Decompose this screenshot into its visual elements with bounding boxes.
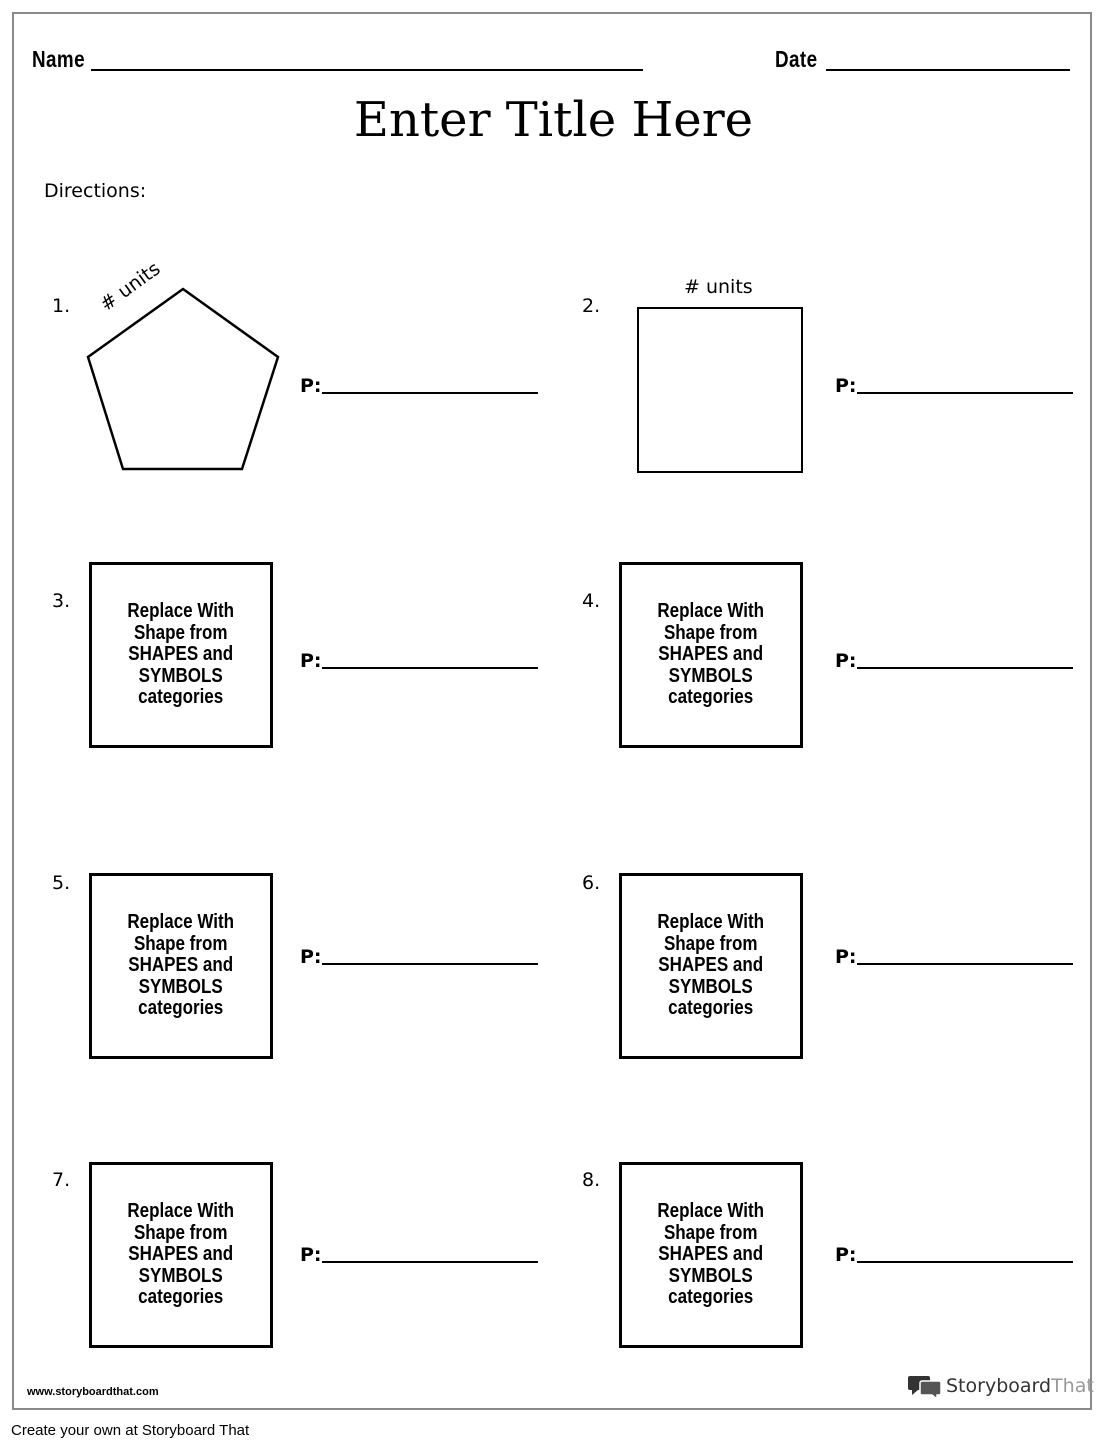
- logo-text-bold: Storyboard: [946, 1375, 1052, 1397]
- perimeter-answer-line-3[interactable]: [322, 667, 538, 669]
- shape-placeholder-5[interactable]: Replace With Shape from SHAPES and SYMBO…: [89, 873, 273, 1059]
- problem-number-6: 6.: [582, 872, 601, 894]
- perimeter-answer-line-4[interactable]: [857, 667, 1073, 669]
- problem-number-8: 8.: [582, 1169, 601, 1191]
- perimeter-answer-line-1[interactable]: [322, 392, 538, 394]
- speech-bubbles-icon: [908, 1376, 942, 1399]
- placeholder-text-7: Replace With Shape from SHAPES and SYMBO…: [127, 1200, 235, 1309]
- footer-url[interactable]: www.storyboardthat.com: [27, 1386, 159, 1398]
- name-line[interactable]: [91, 69, 643, 71]
- placeholder-text-4: Replace With Shape from SHAPES and SYMBO…: [657, 600, 765, 709]
- perimeter-label-2: P:: [835, 375, 857, 397]
- problem-number-1: 1.: [52, 295, 71, 317]
- problem-number-3: 3.: [52, 590, 71, 612]
- perimeter-label-7: P:: [300, 1244, 322, 1266]
- problem-number-2: 2.: [582, 295, 601, 317]
- square-side-label: # units: [684, 276, 753, 298]
- pentagon-shape: [86, 287, 280, 471]
- directions-label[interactable]: Directions:: [44, 180, 147, 202]
- worksheet-frame: [12, 12, 1092, 1410]
- perimeter-label-4: P:: [835, 650, 857, 672]
- perimeter-answer-line-2[interactable]: [857, 392, 1073, 394]
- page-title[interactable]: Enter Title Here: [353, 92, 754, 148]
- perimeter-answer-line-6[interactable]: [857, 963, 1073, 965]
- square-shape: [637, 307, 803, 473]
- shape-placeholder-8[interactable]: Replace With Shape from SHAPES and SYMBO…: [619, 1162, 803, 1348]
- shape-placeholder-7[interactable]: Replace With Shape from SHAPES and SYMBO…: [89, 1162, 273, 1348]
- placeholder-text-5: Replace With Shape from SHAPES and SYMBO…: [127, 911, 235, 1020]
- perimeter-label-6: P:: [835, 946, 857, 968]
- perimeter-answer-line-7[interactable]: [322, 1261, 538, 1263]
- placeholder-text-8: Replace With Shape from SHAPES and SYMBO…: [657, 1200, 765, 1309]
- shape-placeholder-3[interactable]: Replace With Shape from SHAPES and SYMBO…: [89, 562, 273, 748]
- date-label: Date: [775, 46, 818, 72]
- perimeter-answer-line-5[interactable]: [322, 963, 538, 965]
- date-line[interactable]: [826, 69, 1070, 71]
- name-label: Name: [32, 46, 86, 72]
- perimeter-label-3: P:: [300, 650, 322, 672]
- logo-text-light: That: [1051, 1375, 1094, 1397]
- perimeter-label-8: P:: [835, 1244, 857, 1266]
- problem-number-4: 4.: [582, 590, 601, 612]
- placeholder-text-6: Replace With Shape from SHAPES and SYMBO…: [657, 911, 765, 1020]
- problem-number-7: 7.: [52, 1169, 71, 1191]
- placeholder-text-3: Replace With Shape from SHAPES and SYMBO…: [127, 600, 235, 709]
- create-your-own-link[interactable]: Create your own at Storyboard That: [11, 1422, 250, 1439]
- problem-number-5: 5.: [52, 872, 71, 894]
- perimeter-answer-line-8[interactable]: [857, 1261, 1073, 1263]
- shape-placeholder-4[interactable]: Replace With Shape from SHAPES and SYMBO…: [619, 562, 803, 748]
- perimeter-label-1: P:: [300, 375, 322, 397]
- shape-placeholder-6[interactable]: Replace With Shape from SHAPES and SYMBO…: [619, 873, 803, 1059]
- perimeter-label-5: P:: [300, 946, 322, 968]
